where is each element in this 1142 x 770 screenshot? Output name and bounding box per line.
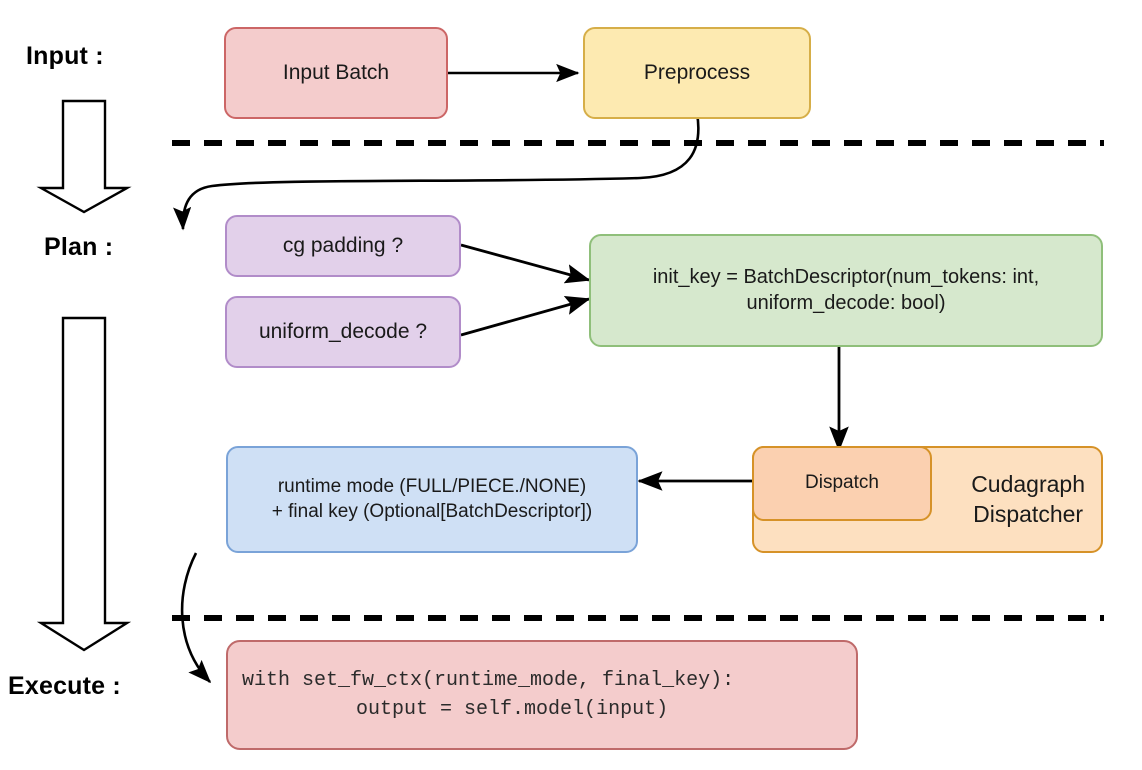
node-dispatch[interactable]: Dispatch <box>752 446 932 521</box>
node-code-block[interactable]: with set_fw_ctx(runtime_mode, final_key)… <box>226 640 858 750</box>
node-cg-padding[interactable]: cg padding ? <box>225 215 461 277</box>
node-runtime-mode[interactable]: runtime mode (FULL/PIECE./NONE) + final … <box>226 446 638 553</box>
stage-label-input: Input : <box>26 42 104 70</box>
node-uniform-decode[interactable]: uniform_decode ? <box>225 296 461 368</box>
flow-arrow-plan-to-execute <box>36 316 132 652</box>
flow-arrow-input-to-plan <box>36 99 132 214</box>
stage-label-execute: Execute : <box>8 672 121 700</box>
stage-label-plan: Plan : <box>44 233 114 261</box>
edge-uniform-decode-to-batch-descriptor <box>460 295 591 337</box>
edge-runtime-mode-to-code-block <box>180 552 212 684</box>
edge-preprocess-to-cg-padding <box>173 112 700 231</box>
node-input-batch[interactable]: Input Batch <box>224 27 448 119</box>
node-preprocess[interactable]: Preprocess <box>583 27 811 119</box>
node-batch-descriptor[interactable]: init_key = BatchDescriptor(num_tokens: i… <box>589 234 1103 347</box>
edge-cg-padding-to-batch-descriptor <box>460 243 591 284</box>
